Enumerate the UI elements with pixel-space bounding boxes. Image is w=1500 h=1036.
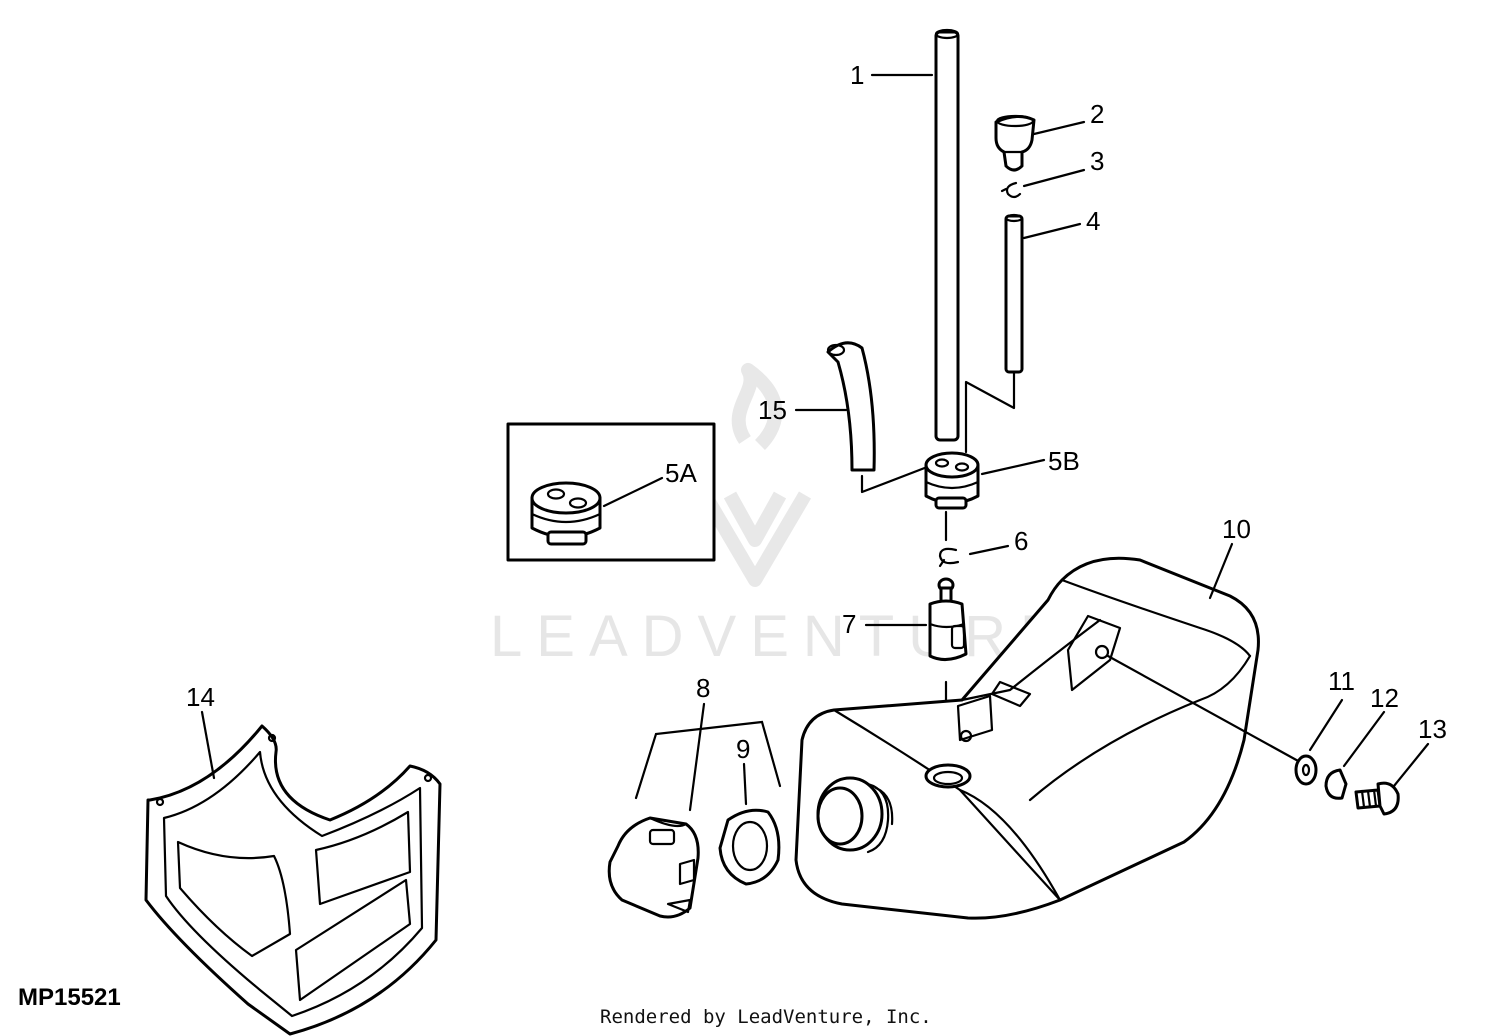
leader-12 [1342,710,1386,768]
callout-12: 12 [1370,683,1399,713]
callout-7: 7 [842,609,856,639]
callout-5b: 5B [1048,446,1080,476]
part-3-clamp [1000,181,1022,199]
leader-10 [1208,542,1234,600]
watermark-text: LEADVENTURE [490,604,1073,669]
assembly-line-15 [860,462,937,494]
part-2-filter [994,114,1036,172]
leader-2 [1032,120,1086,136]
callout-5a: 5A [665,458,697,488]
part-4-tube [1004,213,1024,374]
assembly-line-10 [1106,654,1302,764]
part-5b-grommet [924,451,980,510]
watermark-logo-icon [698,363,812,587]
leader-5a [602,476,664,508]
part-9-gasket [718,808,781,886]
part-11-washer [1294,754,1318,786]
part-15-vent-line [826,341,876,472]
part-12-lock-washer [1324,768,1348,800]
part-7-fuel-filter [928,577,968,661]
callout-10: 10 [1222,514,1251,544]
part-1-fuel-line [934,28,960,442]
callout-9: 9 [736,734,750,764]
part-14-tank-bracket [144,724,442,1036]
leader-3 [1022,168,1086,188]
leader-4 [1022,222,1082,240]
leader-13 [1392,742,1430,788]
callout-8: 8 [696,673,710,703]
callout-2: 2 [1090,99,1104,129]
callout-6: 6 [1014,526,1028,556]
callout-13: 13 [1418,714,1447,744]
callout-1: 1 [850,60,864,90]
callout-4: 4 [1086,206,1100,236]
callout-15: 15 [758,395,787,425]
callout-3: 3 [1090,146,1104,176]
leader-14 [200,710,216,780]
callout-11: 11 [1328,666,1355,696]
leader-6 [968,544,1010,556]
part-8-fuel-cap [607,816,700,919]
render-credit: Rendered by LeadVenture, Inc. [600,1006,932,1028]
callout-14: 14 [186,682,215,712]
part-13-screw [1354,781,1400,816]
part-5a-inset-box [506,422,716,562]
part-10-fuel-tank [794,556,1260,920]
part-6-clamp [938,547,960,568]
diagram-id-label: MP15521 [18,984,121,1011]
leader-8 [634,702,782,812]
leader-5b [980,458,1046,476]
assembly-line-4 [964,370,1016,454]
leader-9 [742,762,748,806]
leader-11 [1308,698,1344,752]
